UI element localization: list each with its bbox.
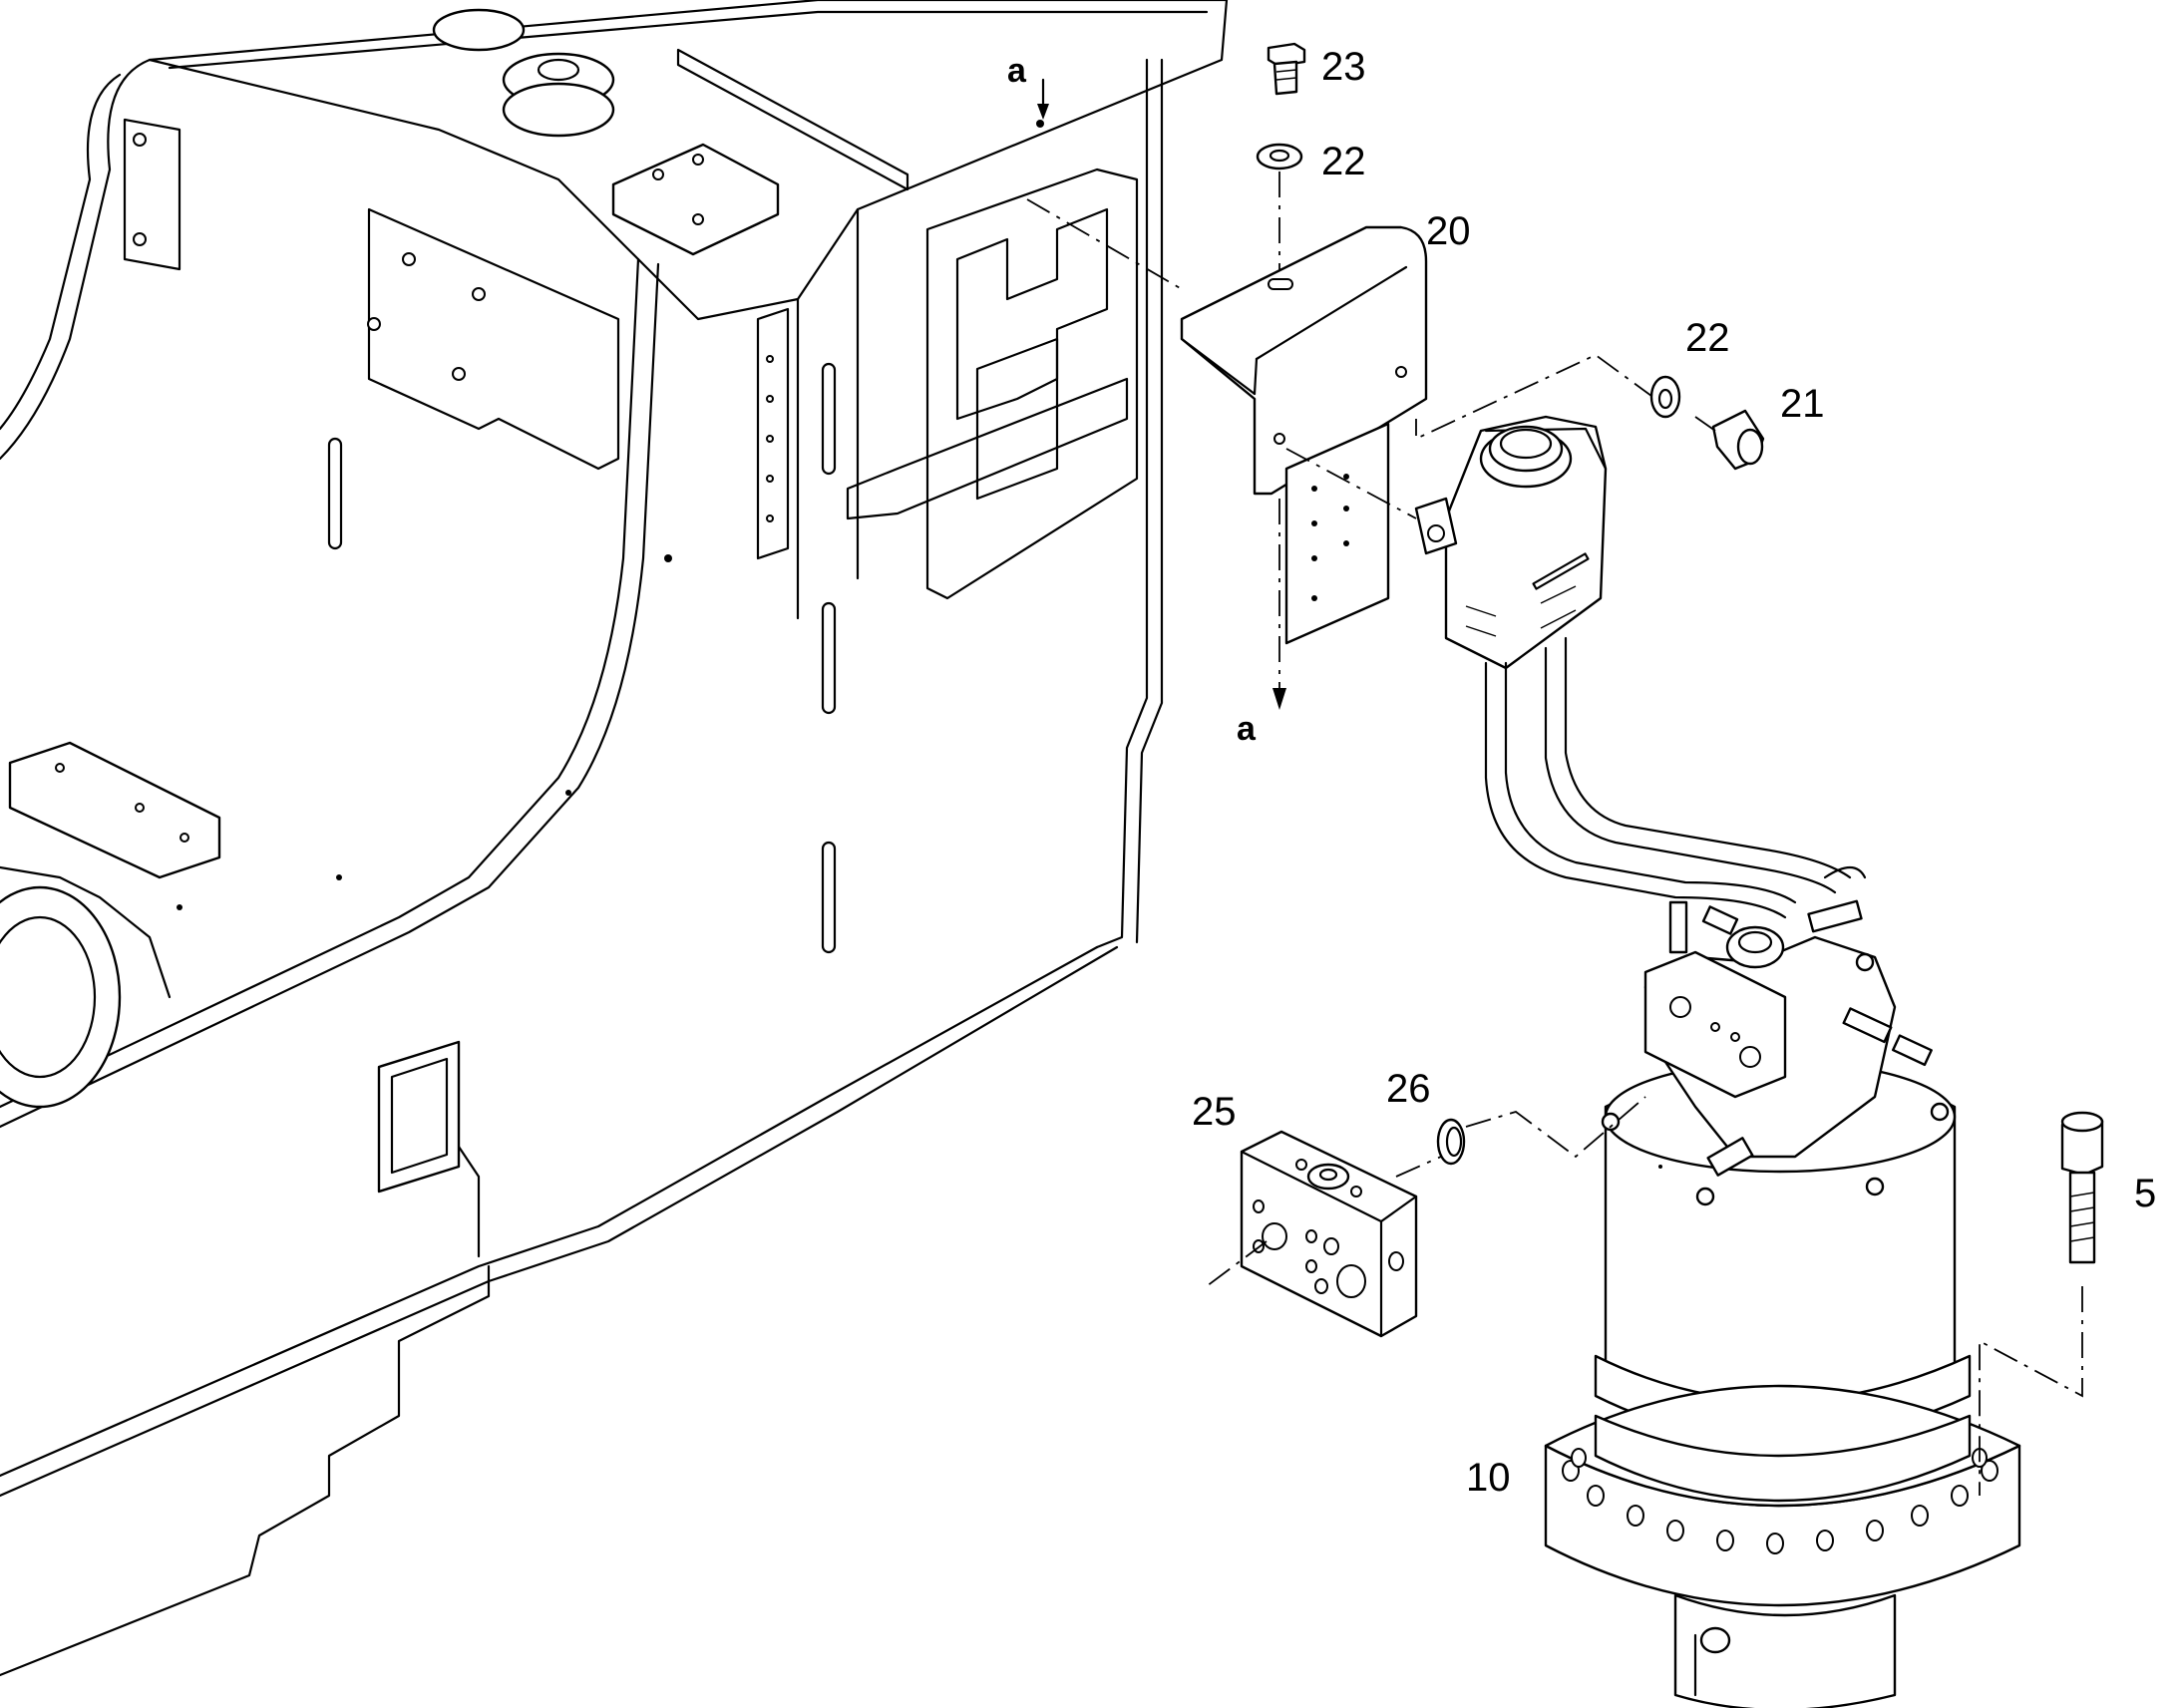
label-5: 5 — [2134, 1172, 2156, 1215]
centerline-screw-21 — [1415, 353, 1656, 441]
screw-21 — [1694, 409, 1765, 471]
section-mark-bottom: a — [1237, 710, 1257, 748]
section-arrow-top — [1037, 78, 1049, 120]
section-mark-top: a — [1007, 52, 1027, 90]
label-26: 26 — [1386, 1067, 1431, 1111]
bracket-20 — [1180, 225, 1428, 645]
label-21: 21 — [1780, 382, 1825, 426]
label-10: 10 — [1466, 1456, 1511, 1500]
screw-5 — [2060, 1111, 2104, 1264]
centerline-bracket-to-reservoir — [1285, 448, 1417, 519]
chassis-frame — [0, 0, 1229, 1677]
label-25: 25 — [1192, 1090, 1237, 1134]
centerline-screw-5 — [1979, 1286, 2083, 1496]
travel-motor-10 — [1544, 899, 2021, 1708]
centerline-frame-to-bracket — [1026, 198, 1183, 290]
label-23: 23 — [1321, 45, 1366, 89]
bolt-23 — [1267, 42, 1306, 96]
centerline-o-ring — [1395, 1096, 1646, 1178]
hydraulic-hoses — [1484, 636, 1867, 919]
washer-22-top — [1256, 143, 1303, 171]
hydraulic-reservoir — [1414, 415, 1608, 670]
label-22-top: 22 — [1321, 140, 1366, 183]
label-20: 20 — [1426, 209, 1471, 253]
label-22-right: 22 — [1685, 316, 1730, 360]
valve-block-25 — [1240, 1130, 1418, 1338]
washer-22-right — [1649, 375, 1681, 419]
o-ring-26 — [1436, 1118, 1466, 1166]
centerline-valve-block — [1206, 1240, 1268, 1287]
section-arrow-bottom — [1272, 688, 1286, 710]
